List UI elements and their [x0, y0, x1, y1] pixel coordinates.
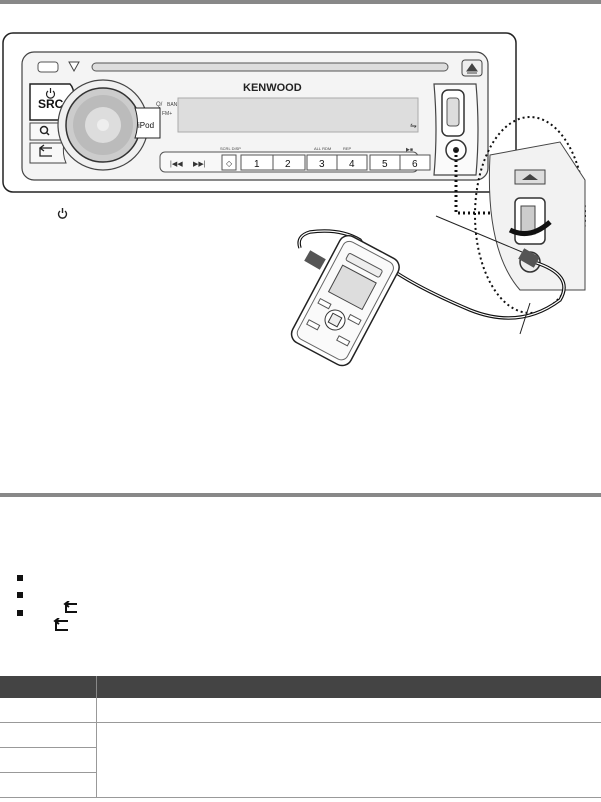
preset-4: 4 [349, 159, 355, 170]
src-button-label: SRC [38, 97, 64, 111]
return-icon [38, 144, 52, 157]
table-row [0, 747, 601, 773]
preset-1: 1 [254, 159, 260, 170]
power-icon [57, 208, 68, 219]
table-cell [0, 772, 97, 798]
preset-3: 3 [319, 159, 325, 170]
svg-text:BAND: BAND [167, 102, 181, 108]
return-icon [53, 618, 68, 631]
svg-text:REP: REP [343, 146, 352, 151]
usb-icon: ⇋ [410, 121, 417, 130]
svg-text:ALL RDM: ALL RDM [314, 146, 331, 151]
list-bullet [17, 592, 23, 598]
table-cell [0, 747, 97, 773]
preset-buttons: 1 2 3 4 5 6 ALL RDM REP ▶■ [240, 146, 431, 171]
zoomed-port-detail [488, 141, 586, 291]
table-cell [0, 722, 97, 748]
table-row [0, 772, 601, 798]
portable-audio-player [290, 234, 400, 367]
return-icon [63, 601, 77, 613]
car-stereo-illustration: SRC iPod Q/ BAND FM+ KENWOOD |◀◀ ▶▶| ◇ S… [2, 32, 586, 367]
table-row [0, 698, 601, 723]
seek-back-label: |◀◀ [170, 161, 183, 168]
table-header-row [0, 676, 601, 698]
svg-text:▶■: ▶■ [406, 147, 413, 153]
seek-fwd-label: ▶▶| [193, 161, 206, 168]
eject-icon [68, 61, 80, 73]
list-bullet [17, 610, 23, 616]
ipod-button-label: iPod [138, 121, 154, 130]
settings-table [0, 676, 601, 798]
disc-slot [91, 62, 449, 72]
svg-text:Q/: Q/ [156, 102, 163, 108]
table-header-cell [96, 676, 601, 698]
preset-2: 2 [285, 159, 291, 170]
search-icon [39, 125, 49, 135]
list-bullet [17, 575, 23, 581]
table-cell [0, 698, 97, 723]
power-icon [45, 88, 56, 99]
svg-text:◇: ◇ [226, 159, 233, 168]
display-panel [177, 97, 419, 133]
table-cell-merged [96, 722, 601, 798]
table-header-cell [0, 676, 97, 698]
preset-6: 6 [412, 159, 418, 170]
ipod-button [134, 107, 161, 139]
section-rule [0, 493, 601, 497]
svg-text:SCRL DISP: SCRL DISP [220, 146, 241, 151]
preset-5: 5 [382, 159, 388, 170]
brand-logo: KENWOOD [243, 82, 302, 94]
table-cell [96, 698, 601, 723]
top-rule [0, 0, 601, 4]
svg-text:FM+: FM+ [162, 111, 172, 117]
table-row [0, 722, 601, 798]
